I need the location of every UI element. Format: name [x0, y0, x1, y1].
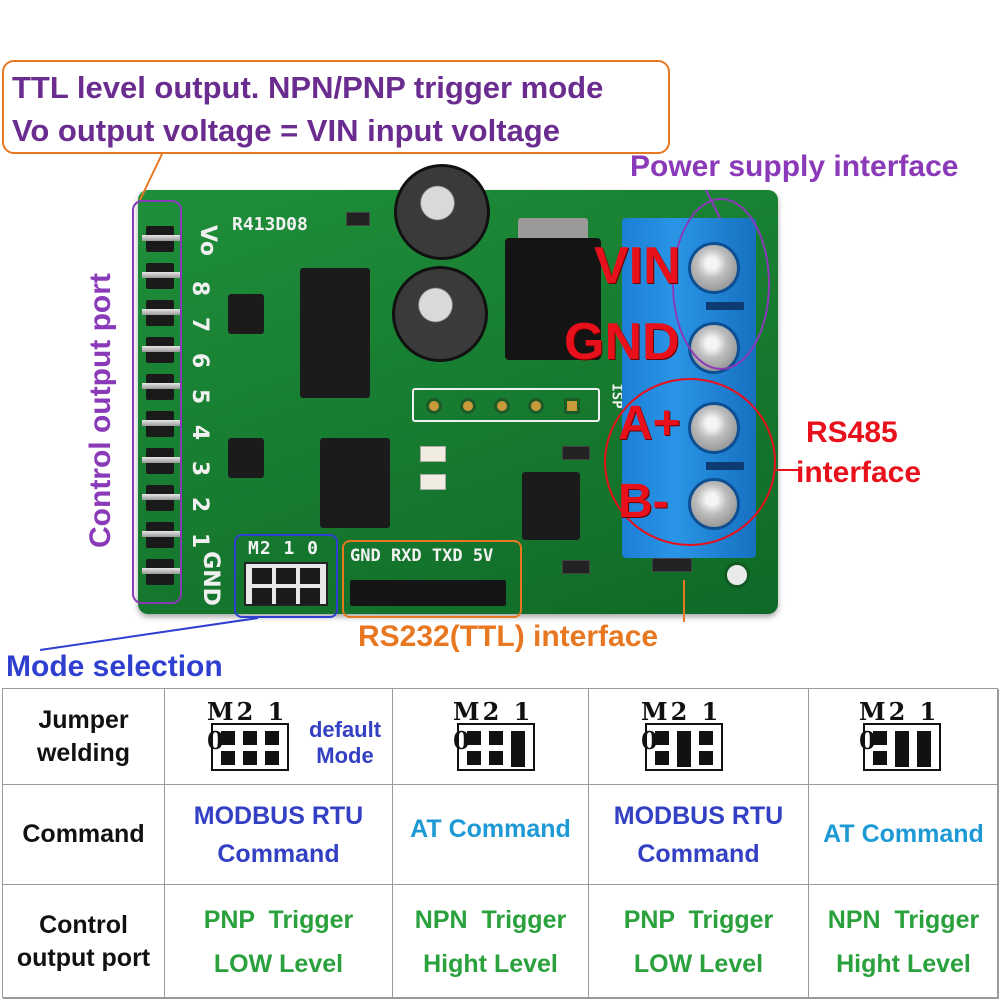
mode-jumper-highlight	[234, 534, 338, 618]
power-supply-label: Power supply interface	[630, 150, 959, 183]
control-output-port-label: Control output port	[84, 273, 117, 548]
header-pin	[142, 370, 182, 402]
b-minus-label: B-	[618, 475, 669, 528]
smd-capacitor	[420, 446, 446, 462]
mode-jumper-label: M2 1 0	[248, 538, 320, 559]
ic-chip	[228, 438, 264, 478]
command-cell-4: AT Command	[809, 785, 999, 885]
jumper-diagram: M2 1 0	[641, 697, 731, 777]
smd-resistor	[562, 560, 590, 574]
mounting-hole	[724, 562, 750, 588]
uart-header	[350, 580, 506, 606]
electrolytic-capacitor	[394, 164, 490, 260]
ic-chip	[522, 472, 580, 540]
header-pin	[142, 555, 182, 587]
board-model-label: R413D08	[232, 214, 308, 235]
jumper-cell-2: M2 1 0	[393, 689, 589, 785]
row-header-command: Command	[3, 785, 165, 885]
header-pin	[142, 407, 182, 439]
a-plus-label: A+	[618, 397, 681, 450]
smd-resistor	[652, 558, 692, 572]
jumper-diagram: M2 1 0	[453, 697, 543, 777]
row-header-jumper: Jumper welding	[3, 689, 165, 785]
ic-chip	[320, 438, 390, 528]
electrolytic-capacitor	[392, 266, 488, 362]
rs232-highlight	[342, 540, 522, 618]
header-pin	[142, 222, 182, 254]
jumper-cell-4: M2 1 0	[809, 689, 999, 785]
isp-hole	[426, 398, 442, 414]
control-output-header	[142, 222, 182, 594]
header-pin	[142, 444, 182, 476]
smd-resistor	[346, 212, 370, 226]
isp-header	[412, 388, 600, 422]
isp-hole	[494, 398, 510, 414]
callout-line-2: Vo output voltage = VIN input voltage	[12, 113, 560, 148]
isp-hole	[460, 398, 476, 414]
rs232-label: RS232(TTL) interface	[358, 620, 659, 653]
mode-leader	[39, 617, 259, 651]
callout-line-1: TTL level output. NPN/PNP trigger mode	[12, 70, 604, 105]
mode-jumper-block	[244, 562, 328, 606]
vin-label: VIN	[594, 237, 681, 295]
header-pin	[142, 481, 182, 513]
isp-hole	[564, 398, 580, 414]
header-pin	[142, 259, 182, 291]
jumper-diagram: M2 1 0	[859, 697, 949, 777]
header-pin	[142, 296, 182, 328]
header-pin	[142, 518, 182, 550]
ic-chip	[228, 294, 264, 334]
isp-hole	[528, 398, 544, 414]
rs485-label: RS485	[806, 416, 898, 449]
jumper-diagram: M2 1 0	[207, 697, 297, 777]
ic-chip	[300, 268, 370, 398]
uart-header-label: GND RXD TXD 5V	[350, 546, 494, 566]
rs485-interface-ring	[604, 378, 776, 546]
command-cell-2: AT Command	[393, 785, 589, 885]
header-pin	[142, 333, 182, 365]
smd-resistor	[562, 446, 590, 460]
callout-leader	[139, 153, 163, 201]
rs485-interface-label: interface	[796, 456, 922, 489]
control-port-highlight	[132, 200, 182, 604]
mode-selection-heading: Mode selection	[6, 650, 223, 683]
power-interface-ring	[672, 198, 770, 370]
ttl-output-callout: TTL level output. NPN/PNP trigger mode V…	[2, 60, 670, 154]
gnd-label: GND	[564, 313, 680, 371]
voltage-regulator	[505, 238, 601, 360]
jumper-cell-3: M2 1 0	[589, 689, 809, 785]
smd-capacitor	[420, 474, 446, 490]
